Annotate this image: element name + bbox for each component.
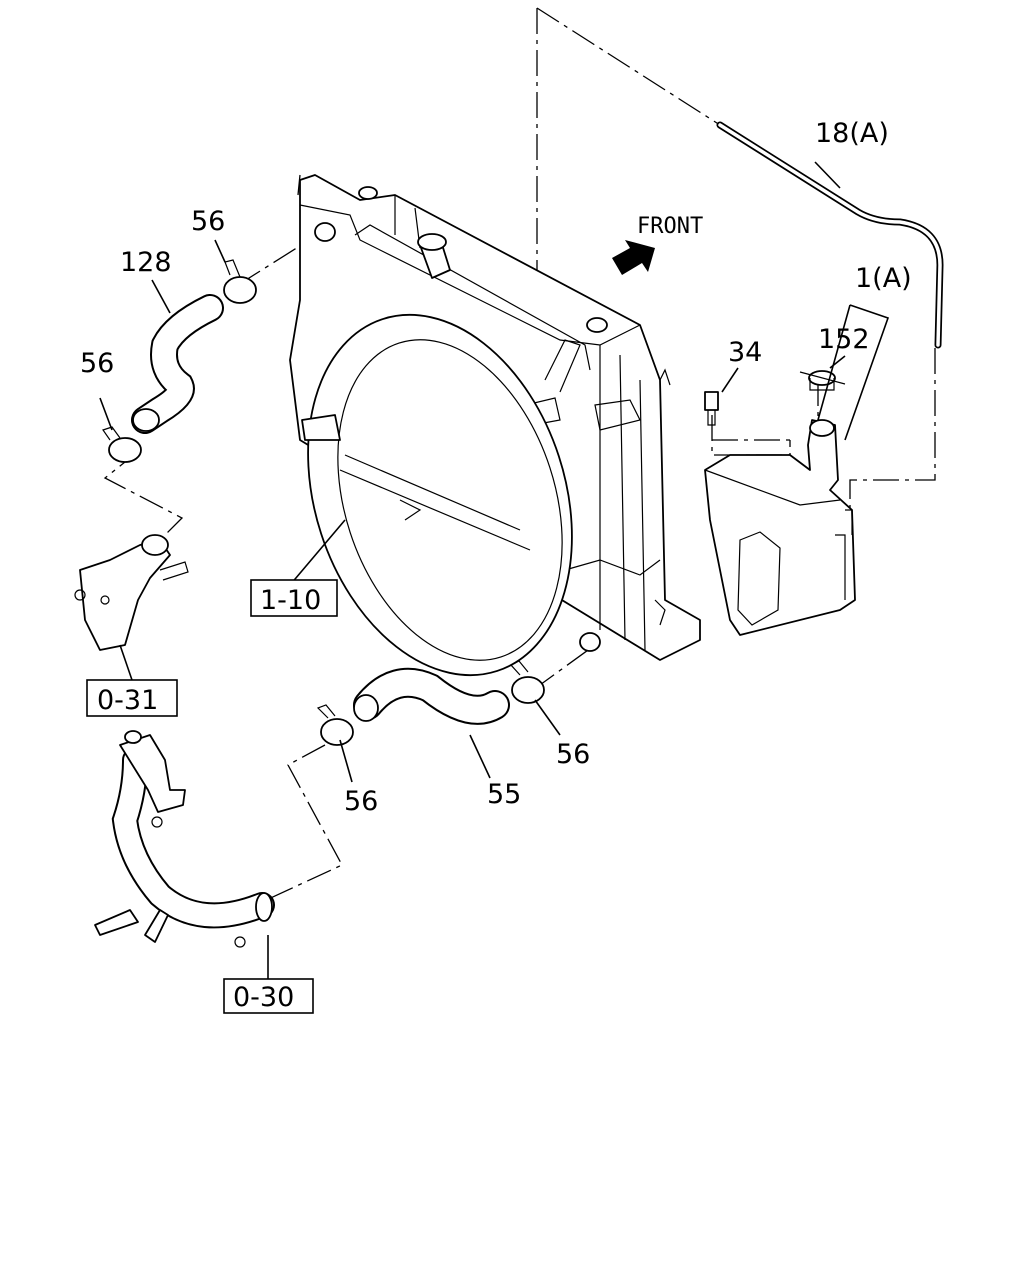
ref-1-10: 1-10 xyxy=(260,585,321,616)
reference-boxes: 1-10 0-31 0-30 xyxy=(86,579,338,1014)
callout-55: 55 xyxy=(487,779,521,810)
front-direction: FRONT xyxy=(612,214,703,275)
callout-18a: 18(A) xyxy=(815,118,889,149)
lower-hose-55 xyxy=(353,667,510,725)
leader-lines xyxy=(99,161,890,980)
reserve-tank xyxy=(704,370,856,636)
guide-lines xyxy=(103,7,936,903)
radiator-assembly xyxy=(289,174,701,677)
overflow-hose xyxy=(716,121,944,349)
callout-56-right: 56 xyxy=(556,739,590,770)
callout-152: 152 xyxy=(818,324,870,355)
ref-0-31: 0-31 xyxy=(97,685,158,716)
front-arrow-icon xyxy=(612,240,655,275)
thermostat-housing xyxy=(74,534,189,651)
upper-hose-128 xyxy=(131,294,224,434)
front-label: FRONT xyxy=(637,214,703,239)
callouts: 18(A) 1(A) 152 34 128 56 56 56 56 55 xyxy=(80,118,912,817)
water-pipe xyxy=(94,730,275,948)
hose-clamps xyxy=(102,259,545,746)
callout-56-top: 56 xyxy=(191,206,225,237)
ref-0-30: 0-30 xyxy=(233,982,294,1013)
callout-1a: 1(A) xyxy=(855,263,912,294)
callout-34: 34 xyxy=(728,337,762,368)
callout-56-left: 56 xyxy=(80,348,114,379)
callout-56-mid: 56 xyxy=(344,786,378,817)
callout-128: 128 xyxy=(120,247,172,278)
